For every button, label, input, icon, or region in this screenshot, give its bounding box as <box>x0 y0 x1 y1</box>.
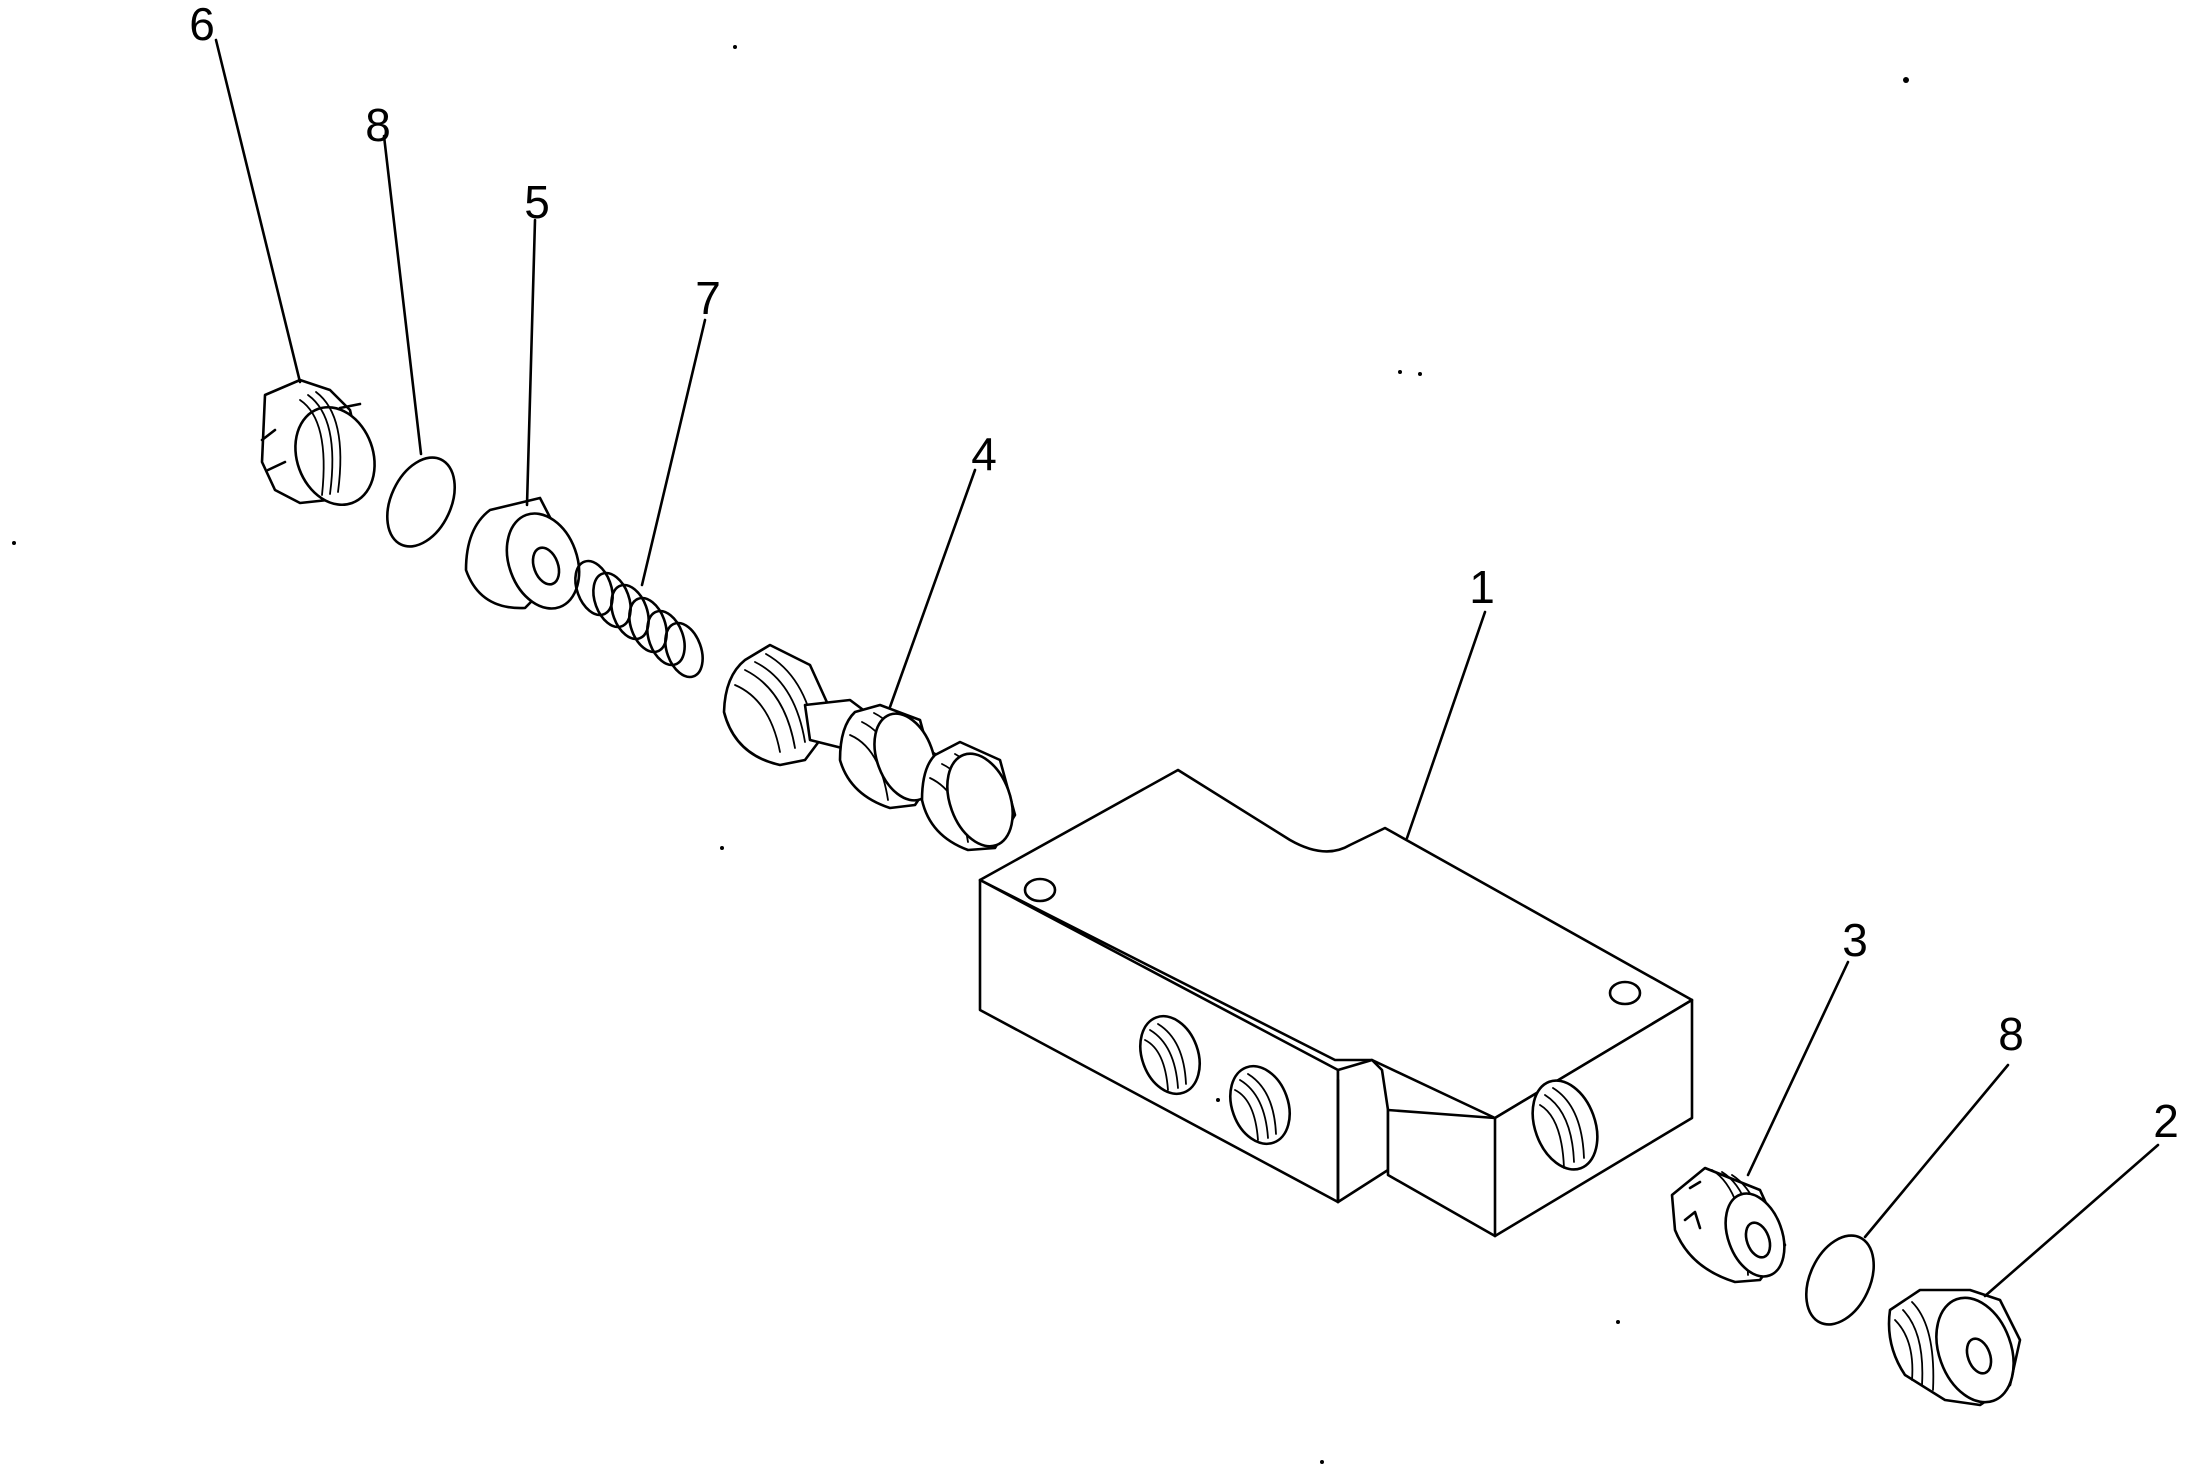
valve-body-part <box>978 768 1694 1238</box>
scan-specks <box>12 45 1909 1464</box>
leader-3 <box>1746 960 1850 1177</box>
callout-8b: 8 <box>1998 1008 2024 1060</box>
callout-7: 7 <box>695 272 721 324</box>
callout-labels: 6 8 5 7 4 1 3 8 2 <box>189 0 2179 1147</box>
leader-8b <box>1863 1063 2010 1239</box>
callout-4: 4 <box>971 428 997 480</box>
leader-6 <box>214 38 302 384</box>
leader-5 <box>525 218 537 507</box>
leader-8a <box>382 134 423 456</box>
callout-6: 6 <box>189 0 215 50</box>
threaded-insert-part <box>1670 1166 1787 1284</box>
callout-3: 3 <box>1842 914 1868 966</box>
leader-2 <box>1983 1143 2160 1298</box>
spool-part <box>722 643 1017 852</box>
leader-lines <box>214 38 2160 1298</box>
spring-part <box>574 559 704 679</box>
leader-1 <box>1405 610 1487 840</box>
plug-right-part <box>1887 1288 2022 1407</box>
leader-7 <box>640 318 707 587</box>
callout-8a: 8 <box>365 99 391 151</box>
o-ring-left-part <box>386 456 456 548</box>
plug-left-part <box>260 378 376 507</box>
o-ring-right-part <box>1805 1234 1875 1326</box>
sleeve-part <box>464 496 581 610</box>
callout-1: 1 <box>1469 561 1495 613</box>
callout-5: 5 <box>524 176 550 228</box>
leader-4 <box>888 468 977 709</box>
callout-2: 2 <box>2153 1095 2179 1147</box>
